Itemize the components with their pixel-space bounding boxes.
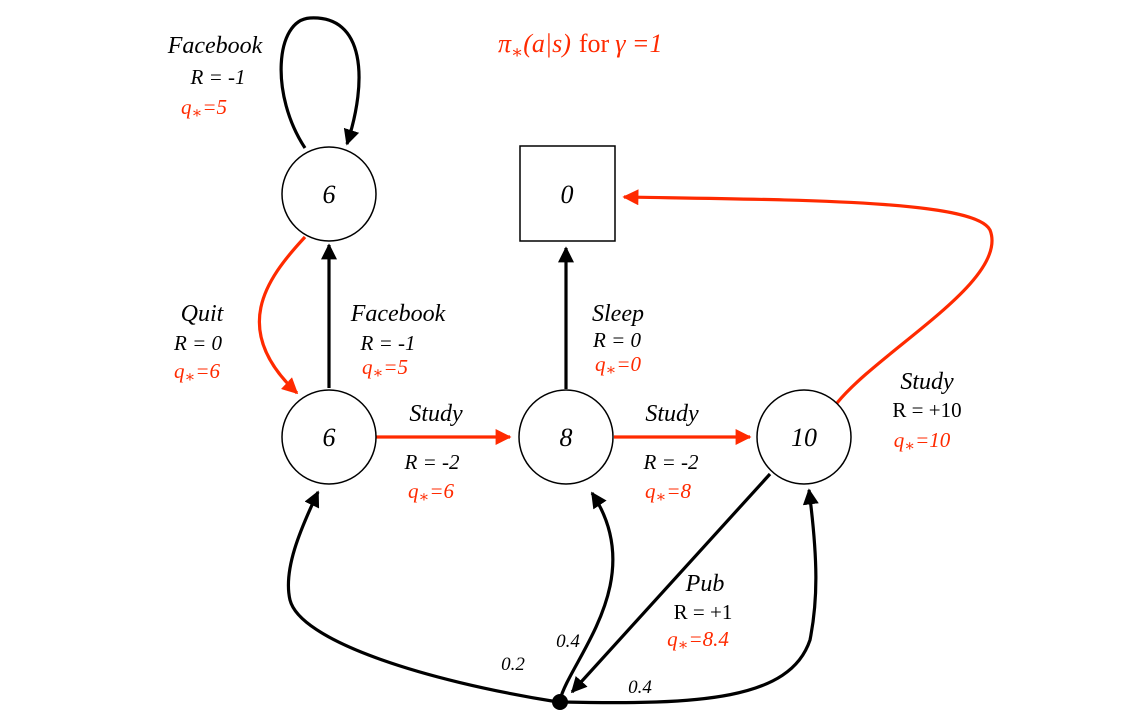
action-label: Sleep [592, 301, 644, 327]
action-label: Pub [685, 571, 725, 597]
q-value-label: q∗=6 [174, 359, 221, 386]
q-value-label: q∗=8 [645, 479, 692, 506]
q-value-label: q∗=8.4 [667, 627, 729, 654]
state-value: 0 [561, 180, 574, 209]
action-label: Study [645, 401, 699, 427]
pub-label: Pub R = +1 q∗=8.4 [667, 571, 732, 654]
study3-label: Study R = +10 q∗=10 [892, 369, 961, 455]
action-label: Study [409, 401, 463, 427]
action-label: Facebook [350, 301, 446, 327]
probability-to-class1: 0.2 [501, 654, 525, 675]
quit-label: Quit R = 0 q∗=6 [173, 301, 225, 386]
reward-label: R = -2 [643, 450, 699, 474]
action-label: Quit [181, 301, 225, 327]
action-label: Facebook [167, 33, 263, 59]
chance-to-class2-arrow [558, 491, 615, 701]
study2-label: Study R = -2 q∗=8 [643, 401, 700, 506]
state-class2: 8 [518, 389, 614, 485]
q-value-label: q∗=6 [408, 479, 455, 506]
quit-arrow [257, 235, 307, 395]
state-facebook: 6 [281, 146, 377, 242]
state-value: 6 [323, 423, 336, 452]
state-sleep: 0 [519, 145, 616, 242]
q-value-label: q∗=5 [362, 355, 408, 382]
state-value: 8 [560, 423, 573, 452]
probability-to-class2: 0.4 [556, 631, 580, 652]
chance-to-class1-arrow [286, 490, 559, 704]
reward-label: R = -1 [190, 65, 246, 89]
state-class3: 10 [756, 389, 852, 485]
study3-arrow [622, 189, 994, 405]
chance-node [552, 694, 568, 710]
reward-label: R = -2 [404, 450, 460, 474]
state-class1: 6 [281, 389, 377, 485]
pub-arrow [570, 472, 772, 694]
reward-label: R = +1 [674, 600, 733, 624]
facebook-loop-label: Facebook R = -1 q∗=5 [167, 33, 263, 122]
state-value: 10 [791, 423, 817, 452]
reward-label: R = 0 [173, 331, 222, 355]
reward-label: R = 0 [592, 328, 641, 352]
sleep-label: Sleep R = 0 q∗=0 [592, 301, 644, 379]
q-value-label: q∗=0 [595, 352, 642, 379]
state-value: 6 [323, 180, 336, 209]
q-value-label: q∗=10 [894, 428, 951, 455]
reward-label: R = -1 [360, 331, 416, 355]
facebook-self-loop-arrow [279, 16, 361, 149]
chance-to-class3-arrow [561, 488, 819, 705]
action-label: Study [900, 369, 954, 395]
q-value-label: q∗=5 [181, 95, 227, 122]
to-facebook-label: Facebook R = -1 q∗=5 [350, 301, 446, 382]
study1-label: Study R = -2 q∗=6 [404, 401, 464, 506]
reward-label: R = +10 [892, 398, 961, 422]
probability-to-class3: 0.4 [628, 677, 652, 698]
